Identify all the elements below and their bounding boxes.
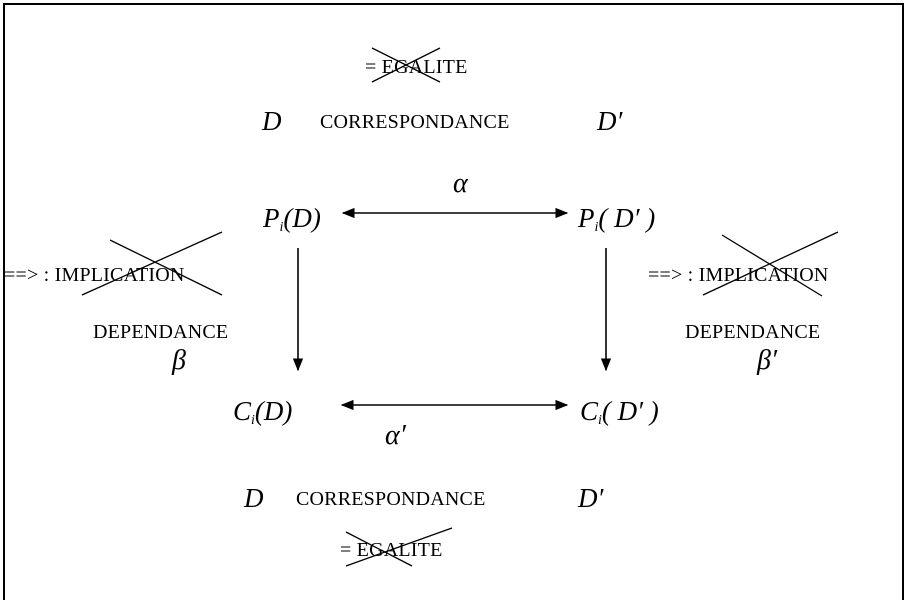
beta-label: β [172, 345, 186, 376]
top-correspondance: CORRESPONDANCE [320, 111, 510, 133]
node-p-left-sub: i [279, 220, 284, 235]
node-p-left: Pi(D) [263, 205, 321, 235]
top-d-left: D [262, 106, 282, 136]
node-c-left-main: C [233, 396, 252, 426]
node-p-right-main: P [578, 203, 595, 233]
node-p-right-sub: i [594, 220, 599, 235]
node-c-right-sub: i [598, 413, 602, 428]
alpha-label: α [453, 168, 468, 199]
top-d-right: D′ [597, 106, 623, 136]
node-c-left-sub: i [251, 413, 255, 428]
node-p-left-arg: (D) [283, 203, 321, 233]
diagram-frame [3, 3, 904, 600]
node-c-right-arg: ( D′ ) [601, 396, 659, 426]
node-c-right-main: C [580, 396, 599, 426]
node-c-left: Ci(D) [233, 398, 292, 428]
bottom-d-right: D′ [578, 483, 604, 513]
beta-prime-label: β′ [757, 345, 778, 376]
node-p-right: Pi( D′ ) [578, 205, 655, 235]
alpha-prime-label: α′ [385, 420, 406, 451]
left-dependance: DEPENDANCE [93, 321, 229, 343]
left-implication-crossed: ==> : IMPLICATION [4, 264, 185, 286]
right-dependance: DEPENDANCE [685, 321, 821, 343]
node-c-right: Ci( D′ ) [580, 398, 659, 428]
bottom-d-left: D [244, 483, 264, 513]
bottom-correspondance: CORRESPONDANCE [296, 488, 486, 510]
bottom-equality-crossed: = EGALITE [340, 539, 443, 561]
node-p-right-arg: ( D′ ) [598, 203, 656, 233]
node-c-left-arg: (D) [254, 396, 293, 426]
node-p-left-main: P [263, 203, 280, 233]
right-implication-crossed: ==> : IMPLICATION [648, 264, 829, 286]
top-equality-crossed: = EGALITE [365, 56, 468, 78]
